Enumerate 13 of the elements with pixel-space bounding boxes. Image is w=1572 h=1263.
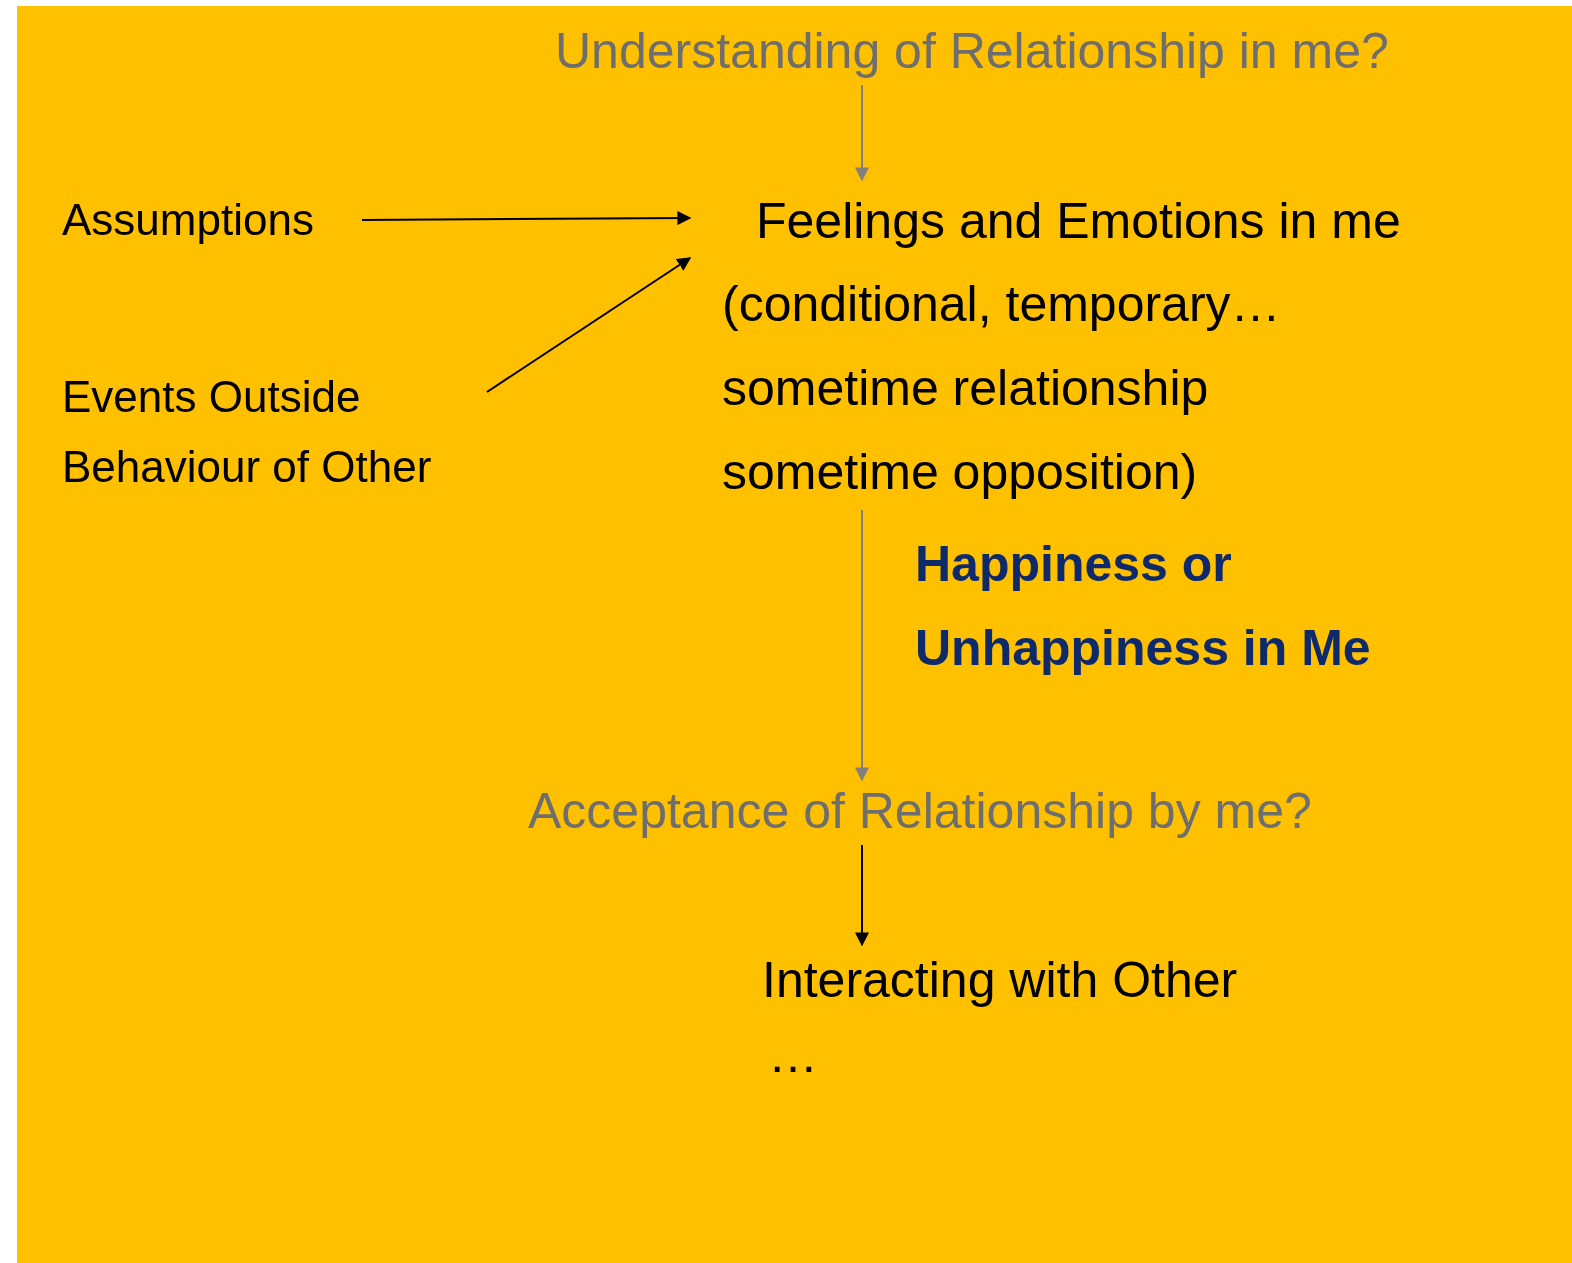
node-text: Acceptance of Relationship by me? bbox=[528, 780, 1458, 845]
node-text: … bbox=[767, 1026, 819, 1085]
node-heading: Interacting with Other bbox=[762, 951, 1239, 1010]
node-text: Events Outside Behaviour of Other bbox=[62, 362, 482, 502]
node-text: Understanding of Relationship in me? bbox=[555, 20, 1545, 85]
arrow bbox=[361, 211, 692, 226]
node-text: (conditional, temporary… sometime relationship sometime opposition) bbox=[721, 275, 1282, 502]
arrow bbox=[855, 84, 869, 182]
arrow bbox=[855, 844, 869, 947]
arrow bbox=[855, 509, 869, 782]
arrow bbox=[486, 257, 692, 393]
node-text: Assumptions bbox=[62, 190, 362, 250]
node-heading: Feelings and Emotions in me bbox=[755, 192, 1402, 251]
